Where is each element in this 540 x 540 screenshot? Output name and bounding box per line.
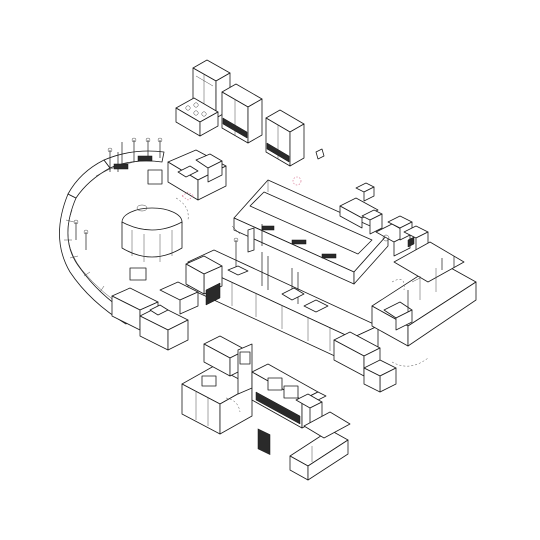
curved-serving-counter [59,137,165,325]
round-kiosk [121,197,189,262]
range-unit [175,97,219,137]
prep-tables-left [111,255,223,351]
reach-in-cabinet-2 [221,83,263,144]
corner-sink-counter [333,331,397,393]
cook-line-counter [187,237,379,456]
exhaust-hood [231,179,389,285]
wall-tag [315,148,325,160]
dish-return-counter [371,241,477,367]
right-equipment-cluster [339,182,429,257]
drop-marker [292,176,302,186]
oven-stack-row [251,363,327,429]
bottom-prep-island [181,335,253,435]
bottom-walk-in [289,411,351,481]
reach-in-cabinet-3 [265,109,305,167]
reach-in-cabinet-group [175,59,325,186]
beverage-station [147,149,227,201]
